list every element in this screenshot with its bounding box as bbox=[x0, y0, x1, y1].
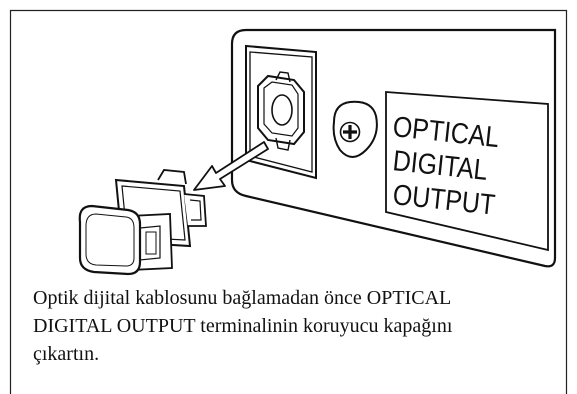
optical-output-label: OPTICAL DIGITAL OUTPUT bbox=[385, 91, 549, 252]
plus-screw-icon bbox=[332, 100, 378, 158]
protective-cap bbox=[78, 169, 207, 276]
caption-line-2: DIGITAL OUTPUT terminalinin koruyucu kap… bbox=[33, 315, 453, 337]
frame-border bbox=[9, 9, 568, 394]
arrow-left-down-icon bbox=[193, 141, 269, 191]
caption-line-1: Optik dijital kablosunu bağlamadan önce … bbox=[33, 287, 452, 309]
optical-terminal bbox=[245, 44, 317, 180]
caption-line-3: çıkartın. bbox=[33, 343, 100, 365]
instruction-caption: Optik dijital kablosunu bağlamadan önce … bbox=[33, 284, 553, 368]
